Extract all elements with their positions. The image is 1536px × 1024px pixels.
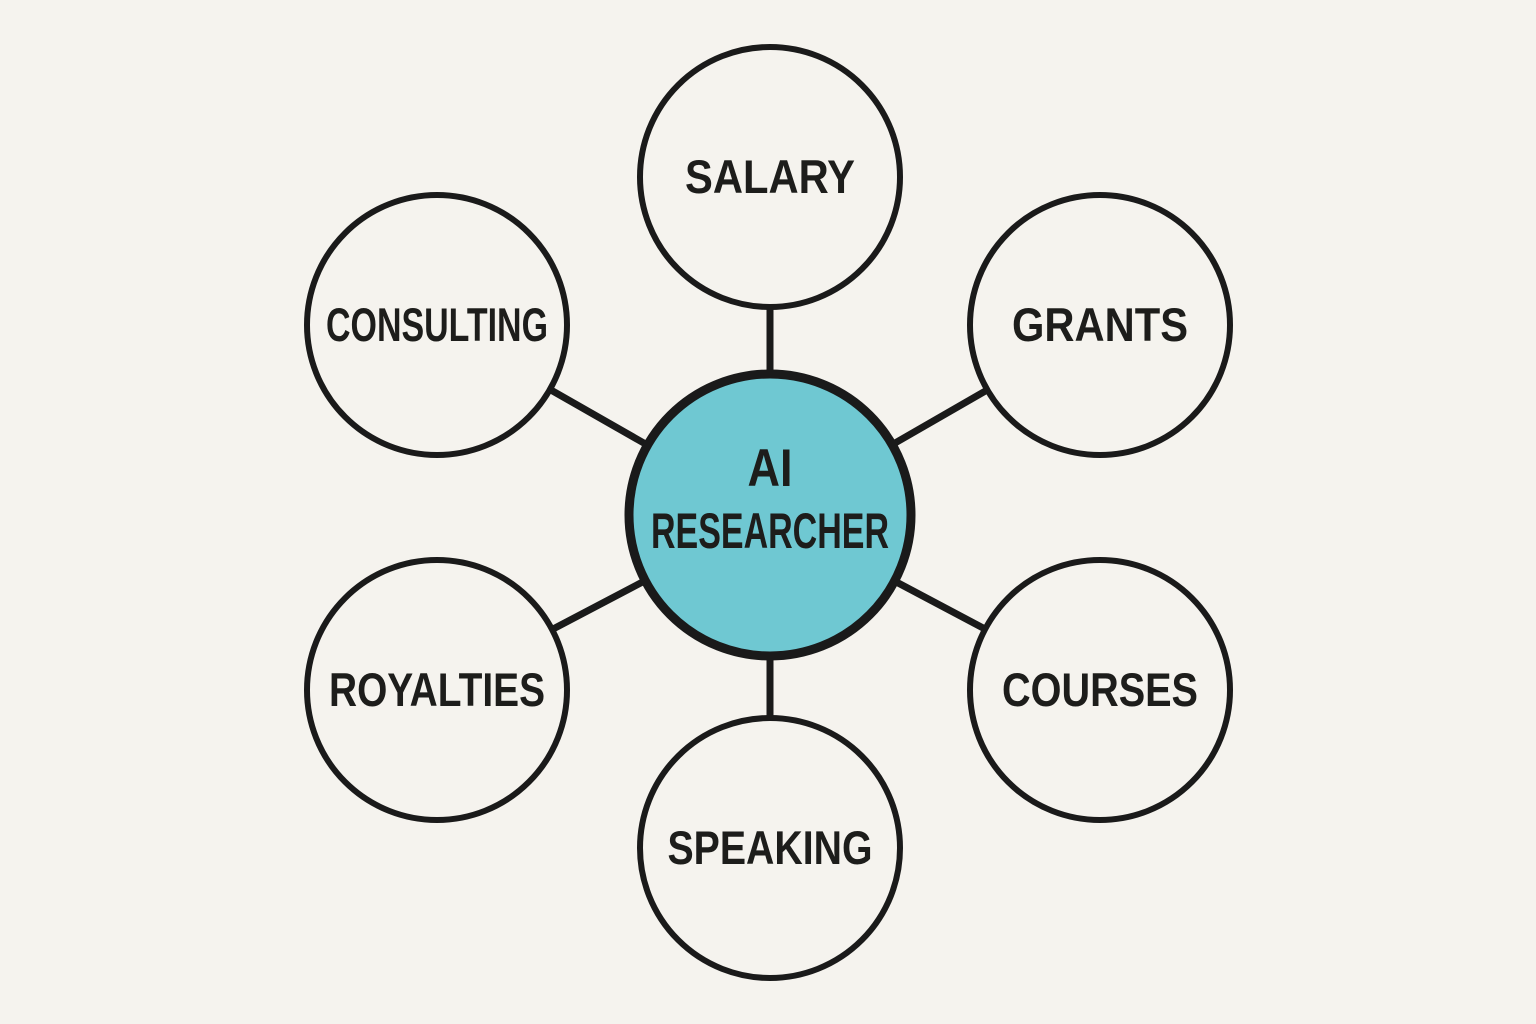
speaking-circle bbox=[637, 715, 903, 981]
consulting-label: CONSULTING bbox=[326, 298, 548, 351]
node-royalties: ROYALTIES bbox=[304, 557, 570, 823]
center-label-line2: RESEARCHER bbox=[651, 503, 889, 559]
node-consulting: CONSULTING bbox=[304, 192, 570, 458]
node-speaking: SPEAKING bbox=[637, 715, 903, 981]
node-center-ai-researcher: AI RESEARCHER bbox=[624, 369, 916, 661]
courses-label: COURSES bbox=[1002, 663, 1198, 716]
consulting-circle bbox=[304, 192, 570, 458]
center-circle bbox=[624, 369, 916, 661]
grants-label: GRANTS bbox=[1012, 298, 1188, 351]
grants-circle bbox=[967, 192, 1233, 458]
node-courses: COURSES bbox=[967, 557, 1233, 823]
node-salary: SALARY bbox=[637, 44, 903, 310]
royalties-circle bbox=[304, 557, 570, 823]
center-label-line1: AI bbox=[748, 439, 793, 498]
speaking-label: SPEAKING bbox=[668, 821, 873, 874]
courses-circle bbox=[967, 557, 1233, 823]
node-grants: GRANTS bbox=[967, 192, 1233, 458]
salary-circle bbox=[637, 44, 903, 310]
salary-label: SALARY bbox=[685, 150, 855, 203]
royalties-label: ROYALTIES bbox=[329, 663, 545, 716]
